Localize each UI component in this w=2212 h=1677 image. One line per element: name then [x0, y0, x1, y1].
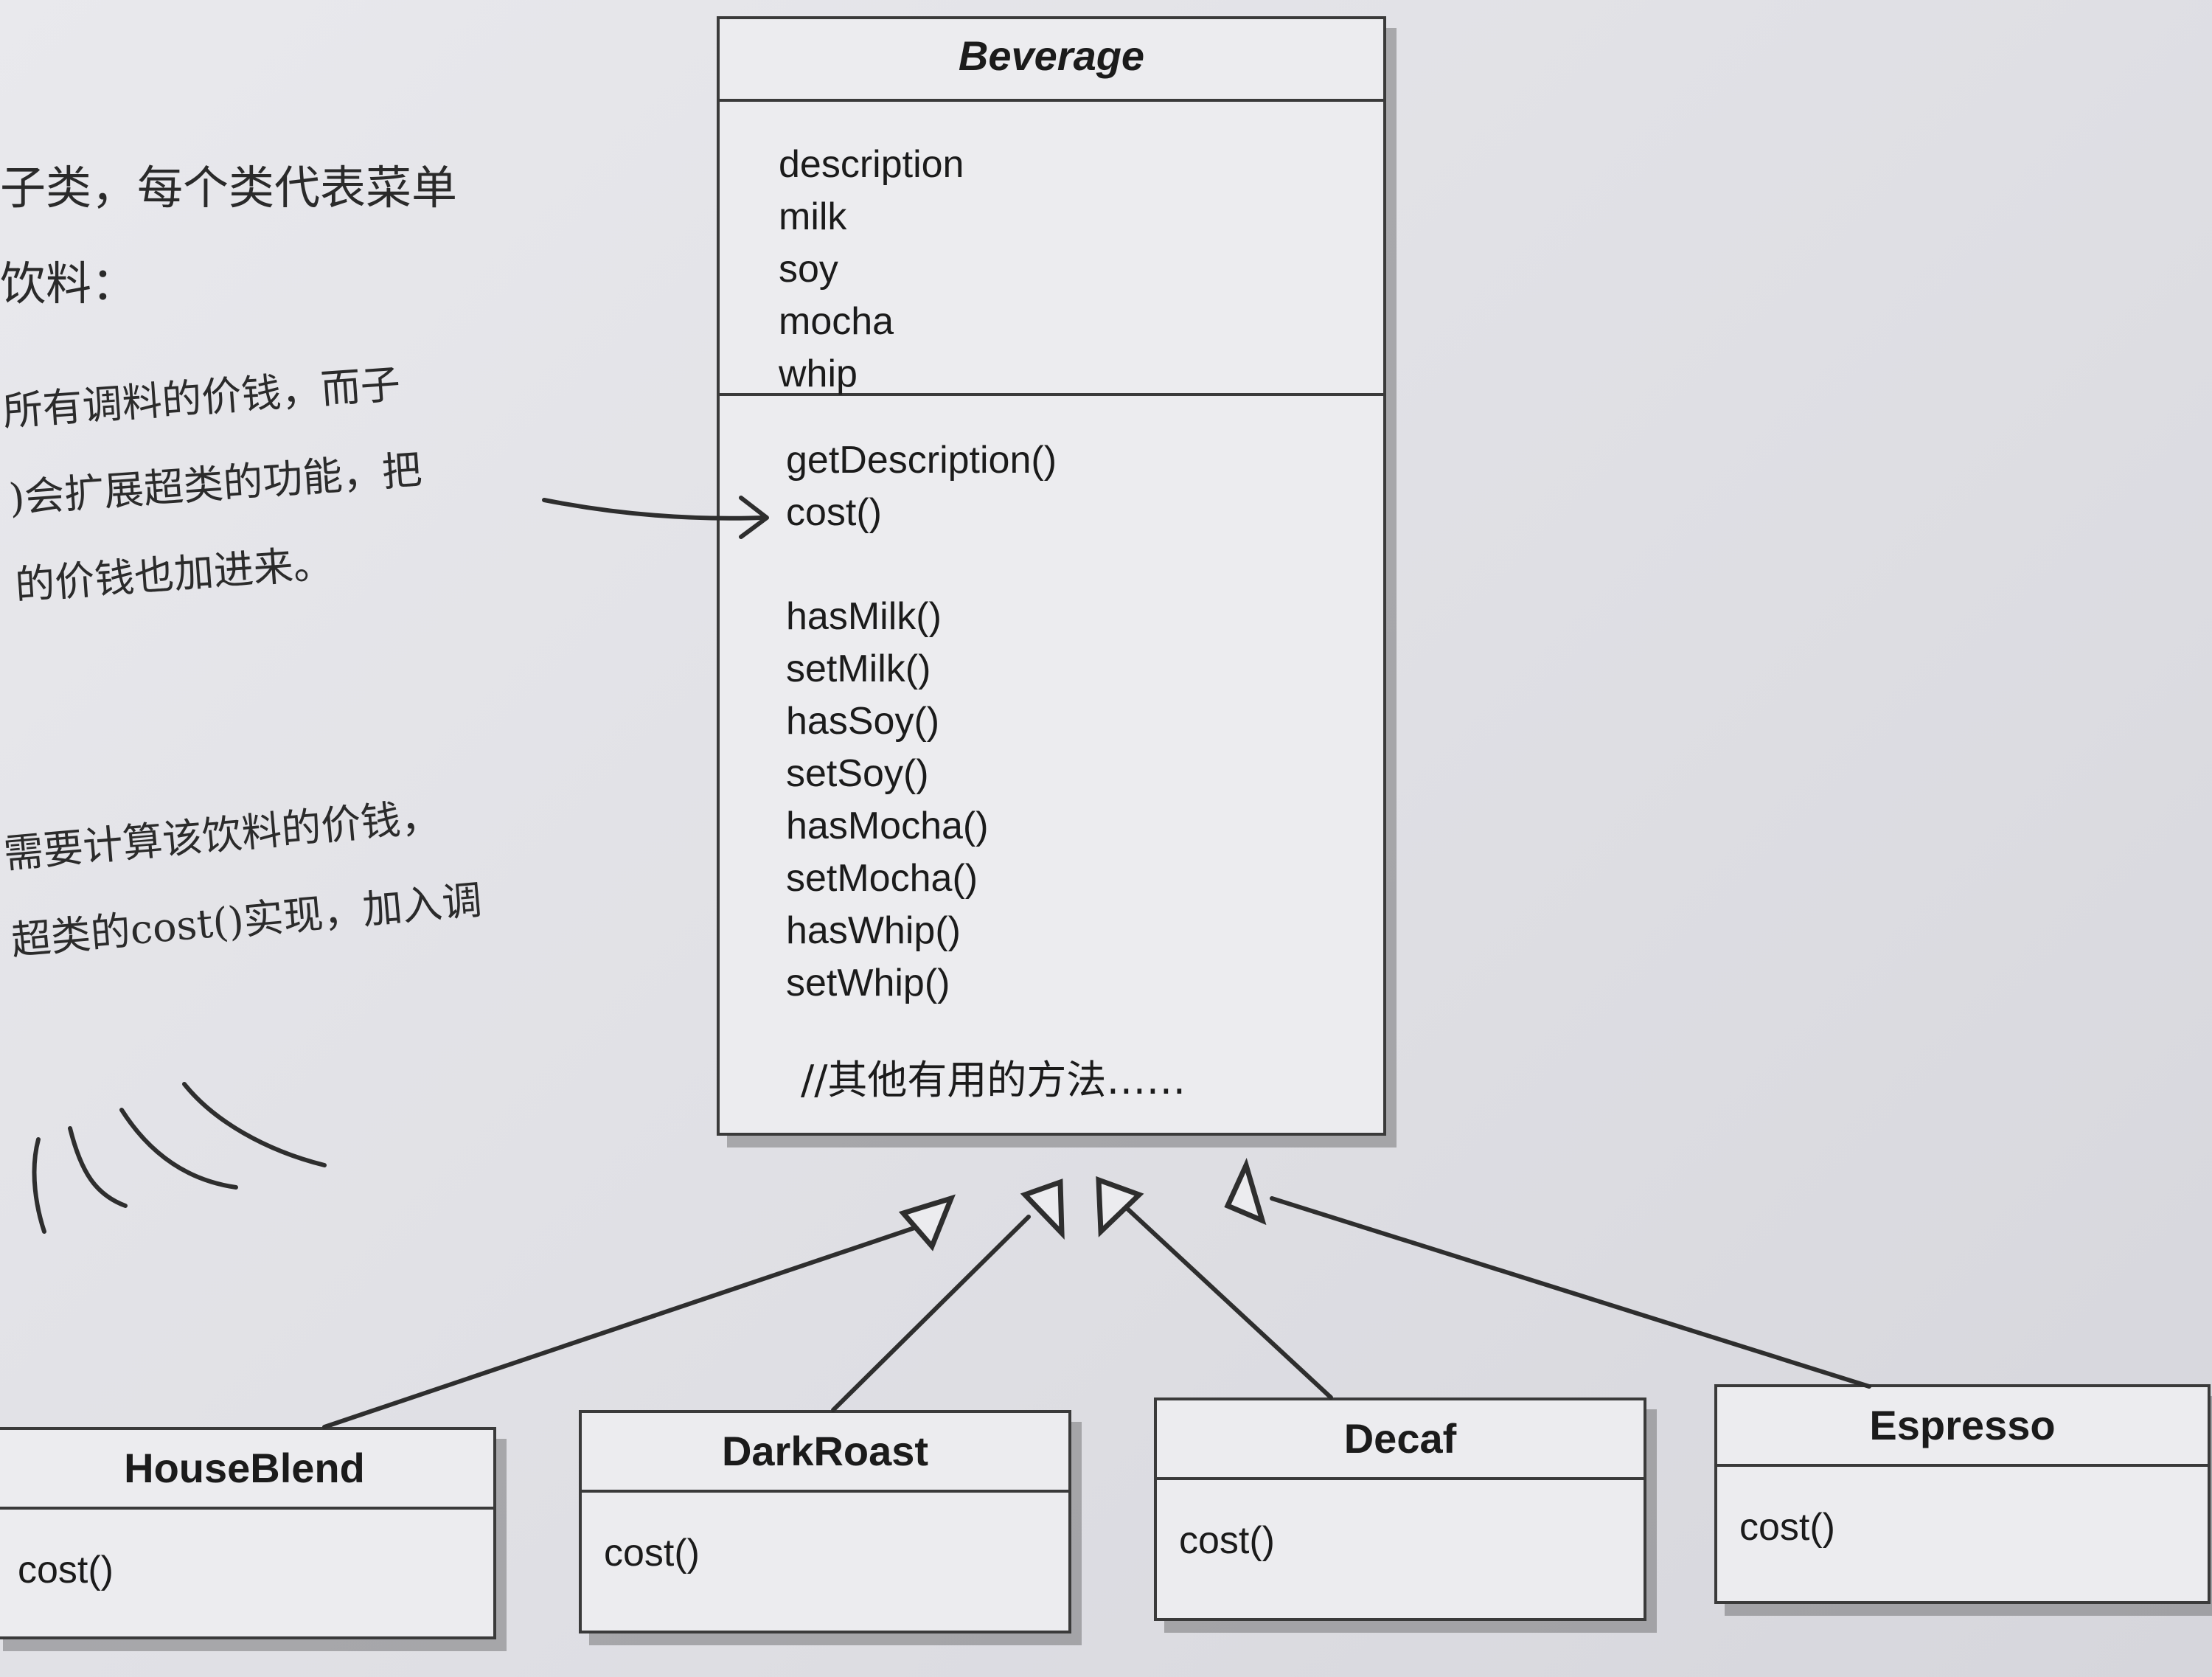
inheritance-line-darkroast [831, 1215, 1031, 1412]
squiggle-arrow [32, 1137, 46, 1234]
method: setMilk() [786, 647, 931, 690]
method: hasSoy() [786, 700, 940, 743]
subclass-name: Espresso [1717, 1387, 2208, 1467]
squiggle-arrow [182, 1082, 327, 1167]
page-text-line: 饮料： [0, 257, 138, 310]
squiggle-arrow [68, 1126, 128, 1208]
method: hasWhip() [786, 909, 961, 952]
page-text-line: 子类，每个类代表菜单 [0, 161, 458, 215]
inheritance-line-houseblend [322, 1222, 928, 1429]
inheritance-line-espresso [1270, 1196, 1871, 1389]
attribute: soy [779, 248, 838, 291]
annotation-arrowhead [739, 496, 769, 539]
other-methods-comment: //其他有用的方法…… [801, 1057, 1186, 1103]
houseblend-class-box: HouseBlend cost() [0, 1427, 496, 1639]
inheritance-line-decaf [1126, 1207, 1333, 1400]
annotation-arrow [542, 498, 765, 521]
subclass-method: cost() [1179, 1519, 1275, 1562]
squiggle-arrow [119, 1108, 238, 1190]
subclass-name: DarkRoast [582, 1413, 1068, 1493]
beverage-class-box: Beverage description milk soy mocha whip… [717, 16, 1386, 1136]
method: cost() [786, 491, 882, 534]
beverage-attributes: description milk soy mocha whip [720, 102, 1383, 396]
espresso-class-box: Espresso cost() [1714, 1384, 2211, 1604]
method: setMocha() [786, 857, 978, 900]
decaf-class-box: Decaf cost() [1154, 1398, 1646, 1621]
beverage-class-name: Beverage [720, 19, 1383, 102]
attribute: description [779, 143, 964, 186]
page-text: 子类，每个类代表菜单 饮料： [0, 140, 590, 332]
subclass-method: cost() [604, 1532, 700, 1574]
attribute: whip [779, 353, 858, 395]
method: hasMocha() [786, 805, 989, 847]
subclass-method: cost() [1739, 1506, 1835, 1549]
inheritance-triangle-icon [1224, 1157, 1267, 1226]
subclass-method: cost() [18, 1549, 114, 1591]
darkroast-class-box: DarkRoast cost() [579, 1410, 1071, 1633]
inheritance-triangle-icon [898, 1194, 956, 1251]
inheritance-triangle-icon [1096, 1176, 1144, 1237]
inheritance-triangle-icon [1020, 1178, 1065, 1240]
method: setSoy() [786, 752, 929, 795]
method: hasMilk() [786, 595, 942, 638]
beverage-methods: getDescription() cost() hasMilk() setMil… [720, 396, 1383, 1106]
subclass-name: Decaf [1157, 1400, 1644, 1480]
attribute: milk [779, 195, 847, 238]
attribute: mocha [779, 300, 894, 343]
method: setWhip() [786, 962, 950, 1004]
subclass-name: HouseBlend [0, 1430, 493, 1510]
method: getDescription() [786, 439, 1057, 482]
